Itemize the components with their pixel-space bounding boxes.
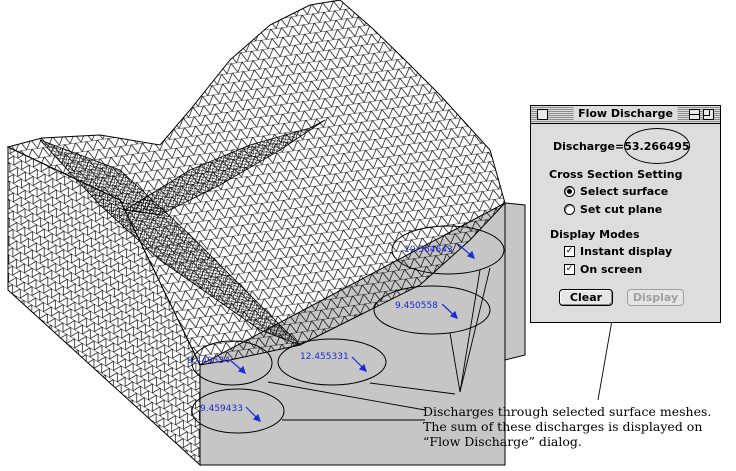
top-mesh-surface: [6, 0, 506, 366]
mesh-label-1: 10.564643: [404, 245, 453, 255]
leader-1: [459, 269, 481, 393]
display-modes-title: Display Modes: [550, 228, 640, 241]
leader-2: [459, 267, 491, 393]
surface-ellipse-5: [191, 388, 285, 434]
radio-unselected-icon[interactable]: [564, 203, 575, 215]
radio-label: Set cut plane: [580, 202, 663, 216]
caption-line-2: The sum of these discharges is displayed…: [423, 419, 703, 434]
checkbox-on-screen[interactable]: ✓ On screen: [564, 262, 642, 276]
leader-4: [369, 382, 456, 395]
clear-button[interactable]: Clear: [559, 289, 613, 306]
discharge-highlight-ellipse: [624, 128, 690, 164]
collapse-box-icon[interactable]: [689, 109, 700, 120]
caption-line-3: “Flow Discharge” dialog.: [423, 434, 582, 449]
right-wall: [504, 202, 526, 361]
radio-set-cut-plane[interactable]: Set cut plane: [564, 202, 662, 216]
surface-ellipse-4: [191, 340, 273, 386]
mesh-label-4: 9.449534: [187, 356, 230, 366]
ridge-fin: [39, 139, 301, 346]
mesh-label-5: 9.459433: [200, 404, 243, 414]
dialog-title: Flow Discharge: [573, 107, 678, 121]
mesh-label-3: 12.455331: [300, 352, 349, 362]
caption: Discharges through selected surface mesh…: [423, 404, 733, 449]
checkbox-instant-display[interactable]: ✓ Instant display: [564, 244, 672, 258]
radio-selected-icon[interactable]: [564, 185, 575, 197]
leader-5: [267, 381, 426, 411]
caption-line-1: Discharges through selected surface mesh…: [423, 404, 712, 419]
mesh-label-2: 9.450558: [395, 301, 438, 311]
leader-3: [449, 332, 461, 393]
dialog-titlebar[interactable]: Flow Discharge: [531, 106, 720, 124]
discharge-label: Discharge=: [553, 140, 625, 153]
ridge-fin-upper: [123, 119, 326, 216]
checkbox-checked-icon[interactable]: ✓: [564, 245, 575, 257]
radio-select-surface[interactable]: Select surface: [564, 184, 668, 198]
cross-section-title: Cross Section Setting: [549, 168, 683, 181]
checkbox-label: Instant display: [580, 244, 673, 258]
surface-ellipse-2: [373, 285, 491, 335]
surface-ellipse-1: [391, 225, 505, 275]
radio-label: Select surface: [580, 184, 669, 198]
zoom-box-icon[interactable]: [703, 109, 714, 120]
display-button[interactable]: Display: [627, 289, 684, 306]
flow-discharge-dialog: Flow Discharge Discharge=53.266495 Cross…: [530, 105, 721, 323]
close-box-icon[interactable]: [537, 109, 548, 120]
surface-ellipse-3: [277, 338, 387, 386]
checkbox-checked-icon[interactable]: ✓: [564, 263, 575, 275]
checkbox-label: On screen: [580, 262, 643, 276]
